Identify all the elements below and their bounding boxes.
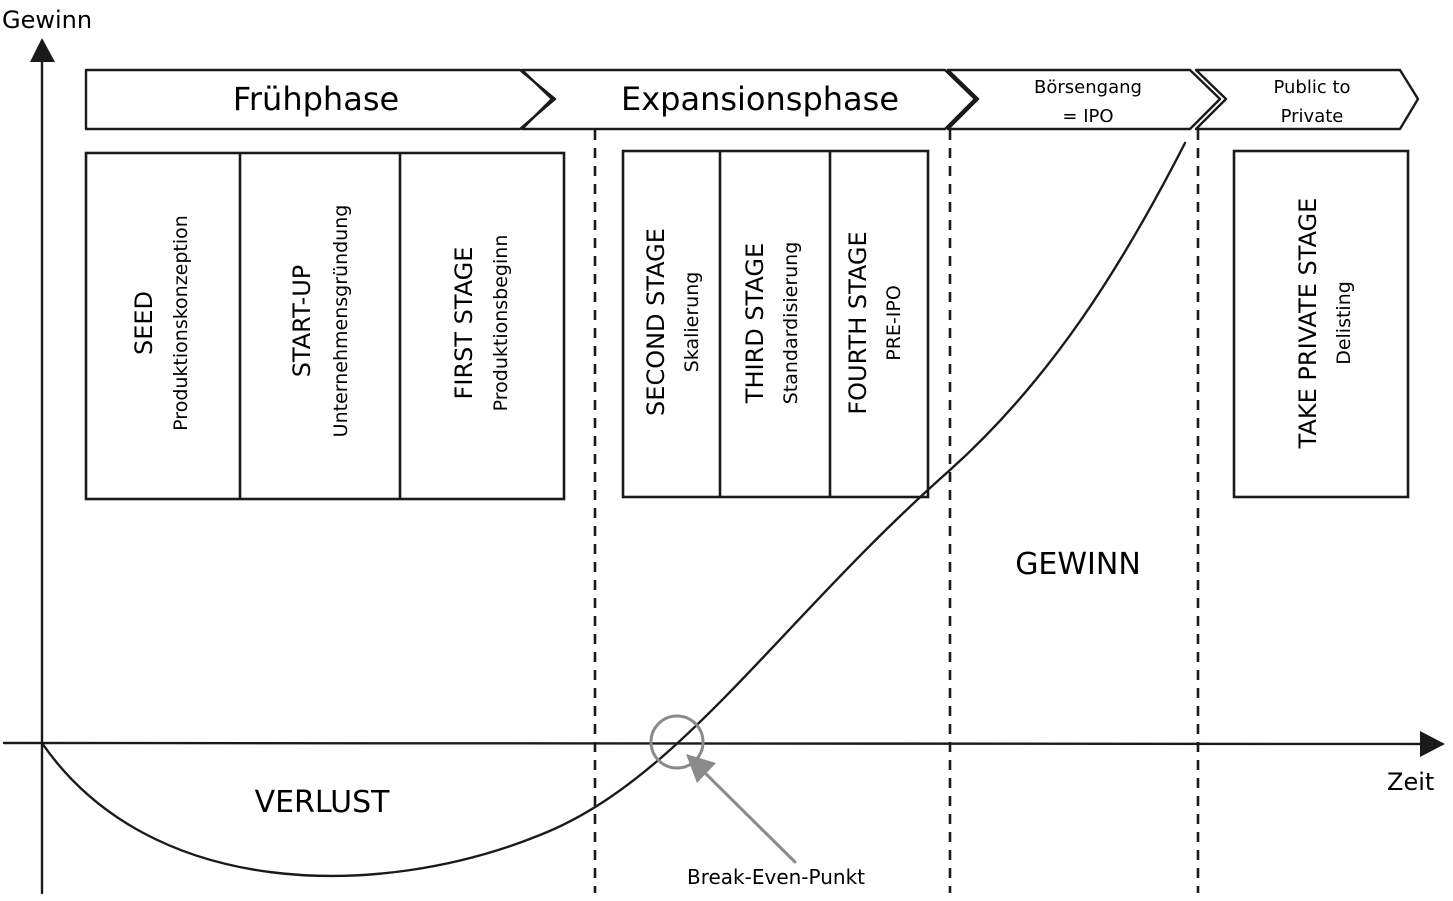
stage-seed: SEED Produktionskonzeption bbox=[130, 215, 192, 431]
phase-label-public-to-private-line2: Private bbox=[1281, 106, 1344, 127]
stage-title: SECOND STAGE bbox=[642, 228, 670, 416]
stage-title: FIRST STAGE bbox=[450, 247, 478, 400]
stage-subtitle: Produktionsbeginn bbox=[490, 235, 512, 412]
phase-arrow-public-to-private bbox=[1194, 68, 1420, 131]
phase-label-fruehphase: Frühphase bbox=[233, 80, 399, 118]
loss-region-label: VERLUST bbox=[255, 785, 391, 820]
profit-region-label: GEWINN bbox=[1015, 547, 1141, 582]
stage-title: SEED bbox=[130, 291, 158, 355]
stage-second-stage: SECOND STAGE Skalierung bbox=[642, 228, 703, 416]
stage-take-private: TAKE PRIVATE STAGE Delisting bbox=[1294, 198, 1355, 450]
stage-subtitle: Unternehmensgründung bbox=[330, 205, 352, 438]
phase-label-boersengang-line2: = IPO bbox=[1062, 106, 1113, 127]
x-axis-arrowhead bbox=[1420, 731, 1445, 757]
break-even-label: Break-Even-Punkt bbox=[687, 865, 865, 889]
stage-third-stage: THIRD STAGE Standardisierung bbox=[741, 242, 802, 405]
profit-curve bbox=[40, 141, 1187, 878]
stage-box-expansionsphase bbox=[621, 149, 930, 499]
stage-title: THIRD STAGE bbox=[741, 243, 769, 404]
stage-subtitle: Delisting bbox=[1333, 281, 1355, 365]
phase-label-expansionsphase: Expansionsphase bbox=[621, 80, 899, 118]
stage-title: FOURTH STAGE bbox=[844, 231, 872, 414]
phase-label-public-to-private-line1: Public to bbox=[1273, 77, 1350, 98]
stage-first-stage: FIRST STAGE Produktionsbeginn bbox=[450, 235, 512, 412]
stage-box-take-private bbox=[1232, 149, 1410, 499]
stage-subtitle: Produktionskonzeption bbox=[170, 215, 192, 431]
y-axis-label: Gewinn bbox=[2, 6, 92, 34]
stage-title: START-UP bbox=[288, 265, 316, 378]
break-even-circle bbox=[649, 714, 705, 770]
x-axis-label: Zeit bbox=[1387, 768, 1434, 796]
stage-fourth-stage: FOURTH STAGE PRE-IPO bbox=[844, 231, 905, 414]
stage-start-up: START-UP Unternehmensgründung bbox=[288, 205, 352, 438]
stage-subtitle: PRE-IPO bbox=[883, 285, 905, 361]
stage-subtitle: Skalierung bbox=[681, 272, 703, 373]
phase-arrow-boersengang bbox=[946, 68, 1222, 131]
break-even-pointer bbox=[698, 766, 797, 864]
stage-title: TAKE PRIVATE STAGE bbox=[1294, 198, 1322, 450]
stage-subtitle: Standardisierung bbox=[780, 242, 802, 405]
y-axis-arrowhead bbox=[30, 38, 55, 62]
stage-box-fruehphase bbox=[84, 151, 566, 501]
phase-label-boersengang-line1: Börsengang bbox=[1034, 77, 1142, 98]
x-axis bbox=[2, 741, 1430, 746]
break-even-arrowhead bbox=[686, 754, 716, 783]
phase-arrow-expansionsphase bbox=[520, 68, 977, 131]
